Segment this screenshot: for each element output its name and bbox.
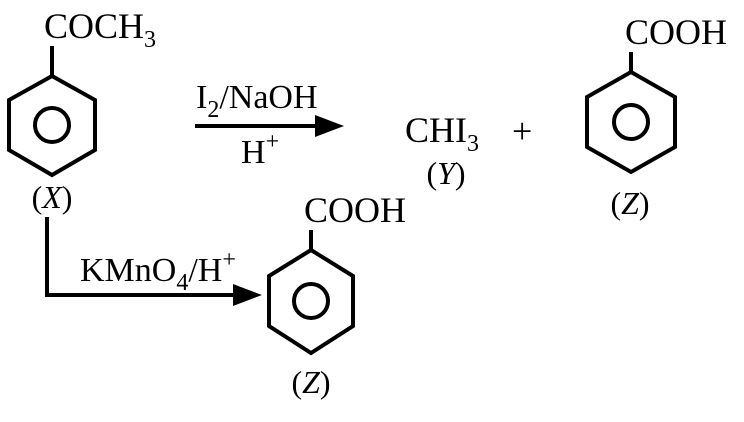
reactant-x-substituent: COCH3 xyxy=(44,6,156,53)
reaction-1-reagent-top: I2/NaOH xyxy=(196,79,318,123)
product-z-bottom-substituent: COOH xyxy=(304,190,406,230)
reaction-1-reagent-bottom: H+ xyxy=(241,129,279,171)
product-y-formula: CHI3 xyxy=(405,110,479,157)
reactant-x-aromatic-circle xyxy=(33,106,71,144)
product-z-bottom-label: (Z) xyxy=(291,364,330,400)
product-y: CHI3 (Y) xyxy=(405,110,479,191)
reactant-x: COCH3 (X) xyxy=(7,6,156,215)
reaction-2-arrowhead xyxy=(233,284,262,306)
reaction-1-arrowhead xyxy=(315,115,344,137)
reaction-2: KMnO4/H+ xyxy=(45,217,262,306)
product-z-top-aromatic-circle xyxy=(612,103,650,141)
reactant-x-label: (X) xyxy=(32,179,73,215)
product-z-top-substituent: COOH xyxy=(625,12,727,52)
reactant-x-benzene-ring xyxy=(7,73,97,178)
reaction-2-arrow-shaft xyxy=(45,217,236,297)
product-z-top: COOH (Z) xyxy=(585,12,727,221)
product-z-bottom: COOH (Z) xyxy=(267,190,406,400)
reaction-2-reagent: KMnO4/H+ xyxy=(80,247,236,296)
product-z-bottom-aromatic-circle xyxy=(292,282,330,320)
product-z-top-benzene-ring xyxy=(585,69,677,175)
product-y-label: (Y) xyxy=(426,155,465,191)
product-z-bottom-benzene-ring xyxy=(267,247,355,356)
plus-sign: + xyxy=(512,111,532,151)
reaction-1: I2/NaOH H+ xyxy=(195,79,344,171)
product-z-top-label: (Z) xyxy=(610,185,649,221)
